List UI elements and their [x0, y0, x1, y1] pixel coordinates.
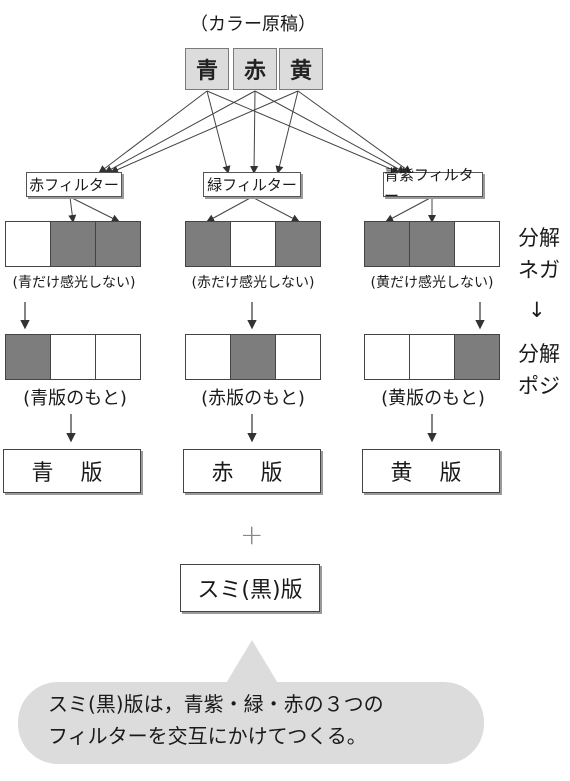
side-label-arrow: ↓: [528, 298, 546, 322]
plate-yellow: 黄 版: [362, 449, 500, 493]
note-line-2: フィルターを交互にかけてつくる。: [48, 724, 367, 748]
note-line-1: スミ(黒)版は，青紫・緑・赤の３つの: [48, 692, 384, 716]
neg-cell: [50, 221, 96, 267]
arrow-green-filter-to-neg1: [206, 196, 253, 222]
neg-cell: [364, 221, 410, 267]
original-cell-red: 赤: [233, 48, 277, 90]
arrow-red-to-violet-filter: [254, 90, 406, 173]
side-label-positive-1: 分解: [518, 342, 560, 366]
filter-violet: 青紫フィルター: [383, 166, 483, 205]
pos-cell: [275, 334, 321, 380]
pos-cell: [95, 334, 141, 380]
positive-caption-3: (黄版のもと): [381, 388, 485, 409]
pos-cell: [5, 334, 51, 380]
arrow-yellow-to-red-filter: [110, 90, 299, 174]
pos-cell: [409, 334, 455, 380]
arrow-red-to-red-filter: [104, 90, 256, 173]
filter-green: 緑フィルター: [203, 172, 301, 197]
arrow-yellow-to-green-filter: [275, 90, 299, 174]
arrow-red-to-green-filter: [250, 90, 259, 174]
pos-cell: [364, 334, 410, 380]
neg-cell: [454, 221, 500, 267]
original-cell-blue: 青: [185, 48, 229, 90]
diagram-title: （カラー原稿）: [190, 14, 316, 35]
side-label-negative-1: 分解: [518, 226, 560, 250]
arrow-blue-to-green-filter: [206, 90, 231, 174]
plate-blue: 青 版: [3, 449, 141, 493]
neg-cell: [230, 221, 276, 267]
neg-cell: [409, 221, 455, 267]
negative-caption-2: (赤だけ感光しない): [191, 275, 315, 291]
arrow-red-filter-to-neg2: [69, 196, 120, 222]
pos-cell: [50, 334, 96, 380]
original-cell-yellow: 黄: [279, 48, 323, 90]
pos-cell: [454, 334, 500, 380]
arrow-blue-to-violet-filter: [206, 90, 400, 174]
pos-cell: [230, 334, 276, 380]
side-label-negative-2: ネガ: [518, 258, 560, 282]
neg-cell: [275, 221, 321, 267]
negative-caption-1: (青だけ感光しない): [12, 275, 136, 291]
side-label-positive-2: ポジ: [518, 374, 560, 398]
positive-caption-2: (赤版のもと): [201, 388, 305, 409]
neg-cell: [185, 221, 231, 267]
neg-cell: [5, 221, 51, 267]
arrow-blue-to-red-filter: [98, 90, 208, 174]
arrow-red-filter-to-neg1: [68, 196, 77, 223]
arrow-yellow-to-violet-filter: [297, 90, 412, 174]
note-bubble: スミ(黒)版は，青紫・緑・赤の３つの フィルターを交互にかけてつくる。: [18, 682, 484, 764]
pos-cell: [185, 334, 231, 380]
black-plate: スミ(黒)版: [180, 564, 320, 612]
filter-red: 赤フィルター: [26, 172, 122, 197]
plate-red: 赤 版: [183, 449, 321, 493]
positive-caption-1: (青版のもと): [23, 388, 127, 409]
negative-caption-3: (黄だけ感光しない): [370, 275, 494, 291]
neg-cell: [95, 221, 141, 267]
arrow-green-filter-to-neg2: [251, 196, 300, 222]
plus-sign: +: [240, 518, 264, 551]
